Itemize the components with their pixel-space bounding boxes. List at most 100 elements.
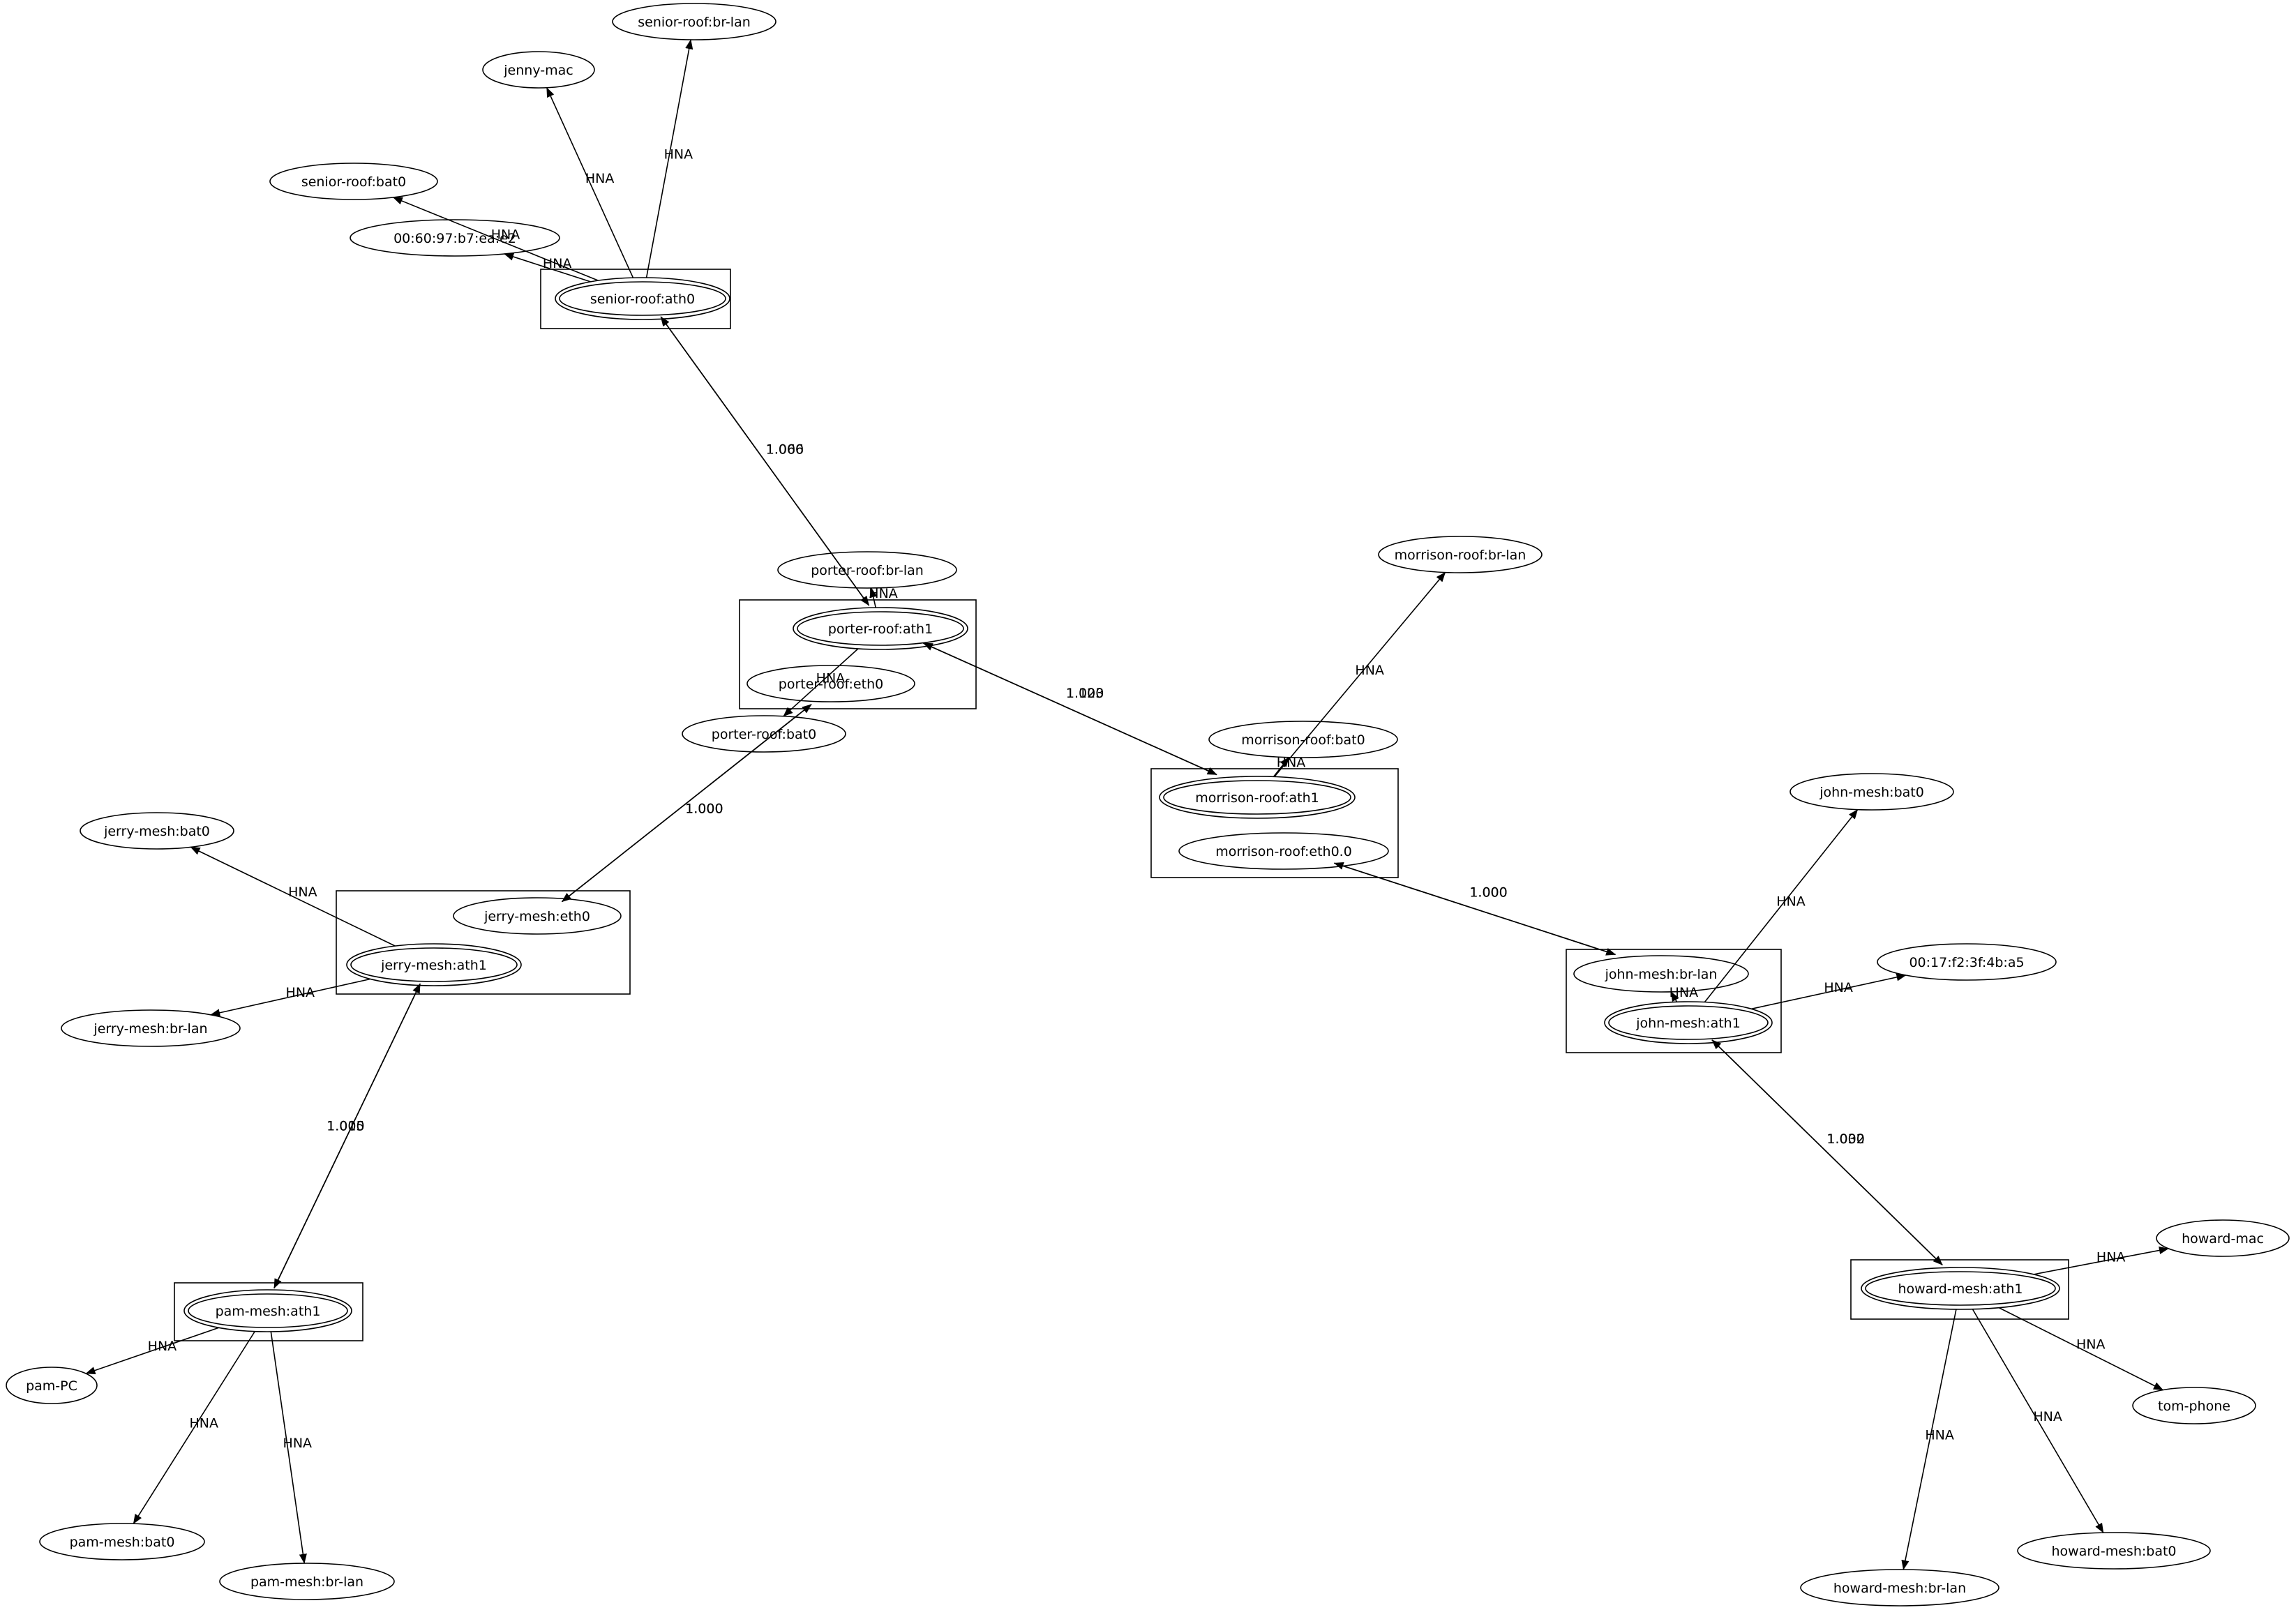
node-ellipse [2156, 1219, 2290, 1257]
node-ellipse [1861, 1267, 2060, 1310]
node-pam-mesh-br-lan[interactable]: pam-mesh:br-lan [219, 1563, 395, 1600]
node-pam-mesh-ath1[interactable]: pam-mesh:ath1 [183, 1289, 352, 1332]
node-label: howard-mesh:ath1 [1898, 1281, 2023, 1297]
node-ellipse [453, 897, 622, 935]
node-porter-roof-br-lan[interactable]: porter-roof:br-lan [777, 551, 957, 589]
node-label: jerry-mesh:br-lan [93, 1021, 207, 1037]
node-mac-0017[interactable]: 00:17:f2:3f:4b:a5 [1877, 943, 2057, 981]
node-ellipse [1877, 943, 2057, 981]
node-label: 00:60:97:b7:ea:e2 [393, 231, 516, 246]
edge-label: HNA [1355, 663, 1384, 678]
cluster-howard-mesh [1850, 1259, 2069, 1320]
node-label: jenny-mac [503, 63, 573, 78]
node-layer: senior-roof:br-lan jenny-mac senior-roof:b… [6, 3, 2290, 1607]
node-mac-0060[interactable]: 00:60:97:b7:ea:e2 [350, 219, 560, 257]
node-ellipse [80, 812, 234, 850]
node-label: pam-PC [26, 1378, 77, 1394]
edge-label: HNA [543, 256, 572, 271]
node-ellipse [1604, 1001, 1773, 1044]
edge-label: 1.000 [685, 801, 723, 816]
edge-label: HNA [148, 1339, 177, 1354]
node-morrison-roof-br-lan[interactable]: morrison-roof:br-lan [1378, 536, 1543, 573]
edge-senior-roof-ath0-to-jenny-mac [546, 87, 634, 278]
edge-pam-mesh-ath1-to-pam-mesh-br-lan [270, 1331, 307, 1564]
edge-label: HNA [1670, 985, 1699, 1000]
node-label: john-mesh:ath1 [1635, 1016, 1741, 1031]
edge-label: 1.000 [1469, 885, 1507, 901]
node-ellipse [1800, 1569, 1999, 1607]
node-jerry-mesh-bat0[interactable]: jerry-mesh:bat0 [80, 812, 234, 850]
node-label: jerry-mesh:eth0 [483, 909, 590, 924]
node-label: john-mesh:bat0 [1819, 785, 1924, 800]
node-morrison-roof-ath1[interactable]: morrison-roof:ath1 [1159, 776, 1356, 819]
edge-john-mesh-ath1-to-john-mesh-br-lan [1670, 991, 1679, 1002]
node-label: jerry-mesh:bat0 [103, 824, 210, 839]
node-inner-ellipse [1865, 1271, 2056, 1306]
node-ellipse [61, 1009, 241, 1047]
node-label: tom-phone [2158, 1399, 2230, 1414]
node-tom-phone[interactable]: tom-phone [2132, 1387, 2256, 1424]
node-ellipse [1789, 773, 1954, 811]
edge-howard-mesh-ath1-to-tom-phone [1998, 1307, 2163, 1391]
edge-senior-roof-ath0-to-mac-0060 [504, 253, 591, 283]
node-morrison-roof-eth0-0[interactable]: morrison-roof:eth0.0 [1178, 832, 1389, 870]
node-label: morrison-roof:ath1 [1195, 790, 1319, 806]
node-pam-pc[interactable]: pam-PC [6, 1367, 98, 1404]
edge-label: 1.000 [685, 801, 723, 816]
node-label: pam-mesh:br-lan [250, 1574, 363, 1590]
edge-john-mesh-ath1-to-howard-mesh-ath1 [1711, 1039, 1943, 1265]
edge-john-mesh-ath1-to-john-mesh-bat0 [1704, 809, 1859, 1003]
node-howard-mesh-bat0[interactable]: howard-mesh:bat0 [2017, 1532, 2211, 1570]
node-john-mesh-ath1[interactable]: john-mesh:ath1 [1604, 1001, 1773, 1044]
node-howard-mac[interactable]: howard-mac [2156, 1219, 2290, 1257]
node-porter-roof-eth0[interactable]: porter-roof:eth0 [746, 665, 915, 702]
node-senior-roof-ath0[interactable]: senior-roof:ath0 [555, 277, 730, 320]
node-porter-roof-bat0[interactable]: porter-roof:bat0 [682, 715, 846, 753]
edge-label: HNA [2033, 1409, 2062, 1424]
cluster-pam-mesh [174, 1282, 363, 1341]
node-ellipse [1159, 776, 1356, 819]
edge-morrison-roof-ath1-to-morrison-roof-br-lan [1274, 572, 1446, 777]
node-jenny-mac[interactable]: jenny-mac [482, 51, 595, 89]
node-ellipse [746, 665, 915, 702]
node-label: jerry-mesh:ath1 [380, 958, 487, 973]
node-howard-mesh-ath1[interactable]: howard-mesh:ath1 [1861, 1267, 2060, 1310]
node-ellipse [350, 219, 560, 257]
edge-label: HNA [288, 885, 317, 900]
node-howard-mesh-br-lan[interactable]: howard-mesh:br-lan [1800, 1569, 1999, 1607]
node-label: senior-roof:bat0 [301, 174, 406, 190]
cluster-morrison-roof [1150, 768, 1399, 878]
node-ellipse [1208, 721, 1398, 758]
edge-porter-roof-ath1-to-morrison-roof-ath1 [923, 642, 1217, 776]
edge-morrison-roof-eth0-0-to-john-mesh-br-lan [1334, 862, 1616, 956]
node-label: porter-roof:ath1 [828, 622, 933, 637]
node-jerry-mesh-eth0[interactable]: jerry-mesh:eth0 [453, 897, 622, 935]
node-label: porter-roof:br-lan [811, 563, 924, 578]
node-jerry-mesh-ath1[interactable]: jerry-mesh:ath1 [346, 943, 522, 986]
edge-senior-roof-ath0-to-senior-roof-bat0 [392, 197, 599, 281]
edge-label: HNA [585, 171, 615, 186]
cluster-porter-roof [739, 599, 977, 709]
node-inner-ellipse [559, 281, 726, 316]
edge-howard-mesh-ath1-to-howard-mesh-bat0 [1972, 1309, 2104, 1533]
node-label: pam-mesh:ath1 [216, 1304, 321, 1319]
node-senior-roof-br-lan[interactable]: senior-roof:br-lan [612, 3, 776, 40]
node-john-mesh-bat0[interactable]: john-mesh:bat0 [1789, 773, 1954, 811]
node-jerry-mesh-br-lan[interactable]: jerry-mesh:br-lan [61, 1009, 241, 1047]
node-pam-mesh-bat0[interactable]: pam-mesh:bat0 [39, 1523, 205, 1560]
node-porter-roof-ath1[interactable]: porter-roof:ath1 [793, 607, 968, 650]
node-senior-roof-bat0[interactable]: senior-roof:bat0 [269, 163, 438, 200]
node-label: morrison-roof:br-lan [1395, 548, 1526, 563]
node-ellipse [183, 1289, 352, 1332]
edge-label: HNA [1824, 980, 1853, 995]
node-label: 00:17:f2:3f:4b:a5 [1909, 955, 2024, 970]
node-label: morrison-roof:eth0.0 [1215, 844, 1352, 859]
edge-label: 1.000 [327, 1119, 364, 1134]
node-label: howard-mesh:br-lan [1833, 1581, 1966, 1596]
cluster-senior-roof [540, 269, 731, 329]
node-morrison-roof-bat0[interactable]: morrison-roof:bat0 [1208, 721, 1398, 758]
edge-label: HNA [869, 586, 898, 601]
node-inner-ellipse [350, 947, 518, 982]
edge-label: HNA [286, 985, 315, 1000]
node-john-mesh-br-lan[interactable]: john-mesh:br-lan [1573, 955, 1749, 993]
